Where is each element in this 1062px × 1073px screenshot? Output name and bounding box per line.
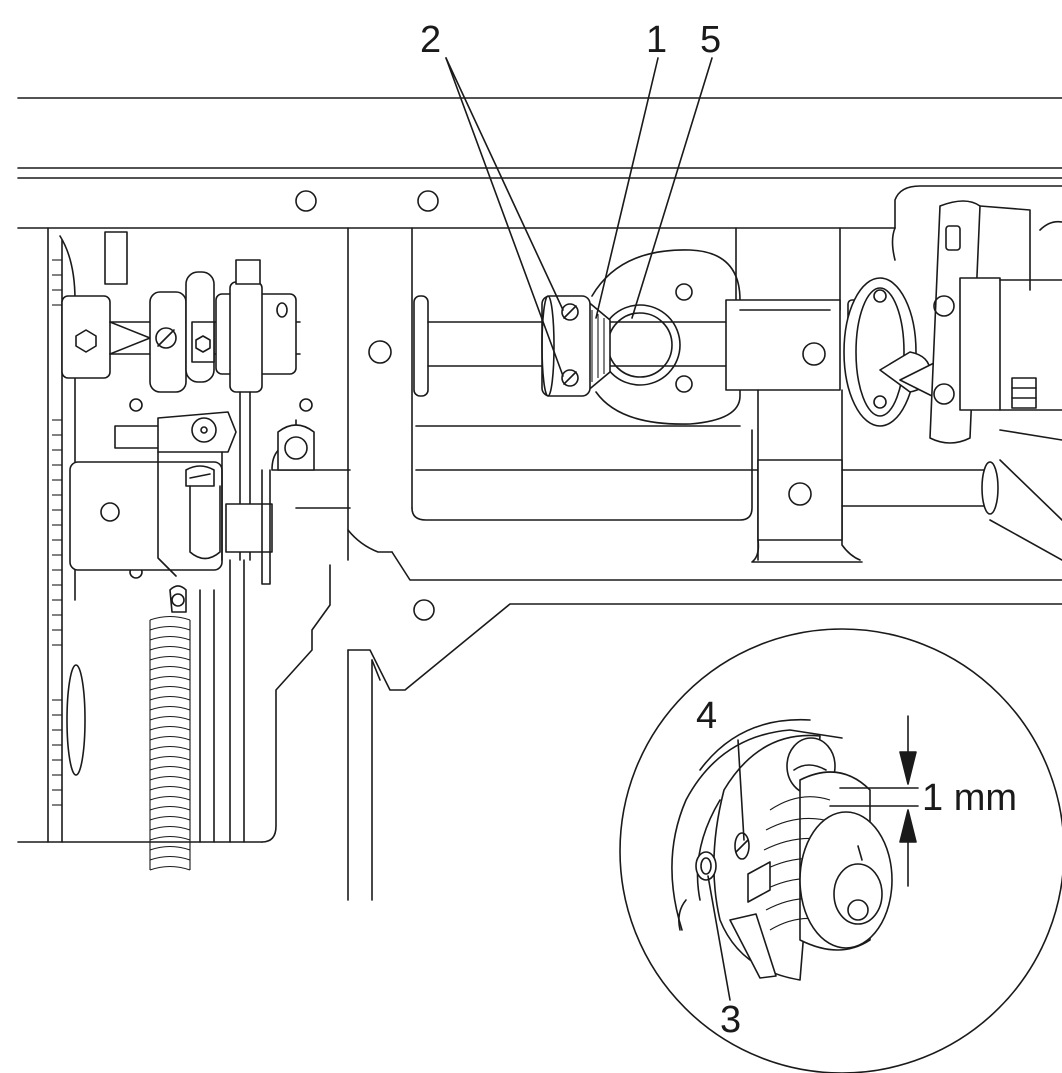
callout-5: 5	[700, 19, 721, 61]
machine-main-view	[17, 97, 1062, 901]
callout-leaders	[445, 57, 713, 377]
gear-teeth	[52, 259, 62, 806]
callout-1: 1	[646, 19, 667, 61]
bobbin-inset	[619, 628, 1062, 1073]
callout-4: 4	[696, 695, 717, 737]
gap-dimension	[829, 715, 919, 887]
coil-spring	[149, 615, 191, 871]
callout-2: 2	[420, 19, 441, 61]
gap-dimension-label: 1 mm	[922, 777, 1017, 819]
callout-3: 3	[720, 999, 741, 1041]
